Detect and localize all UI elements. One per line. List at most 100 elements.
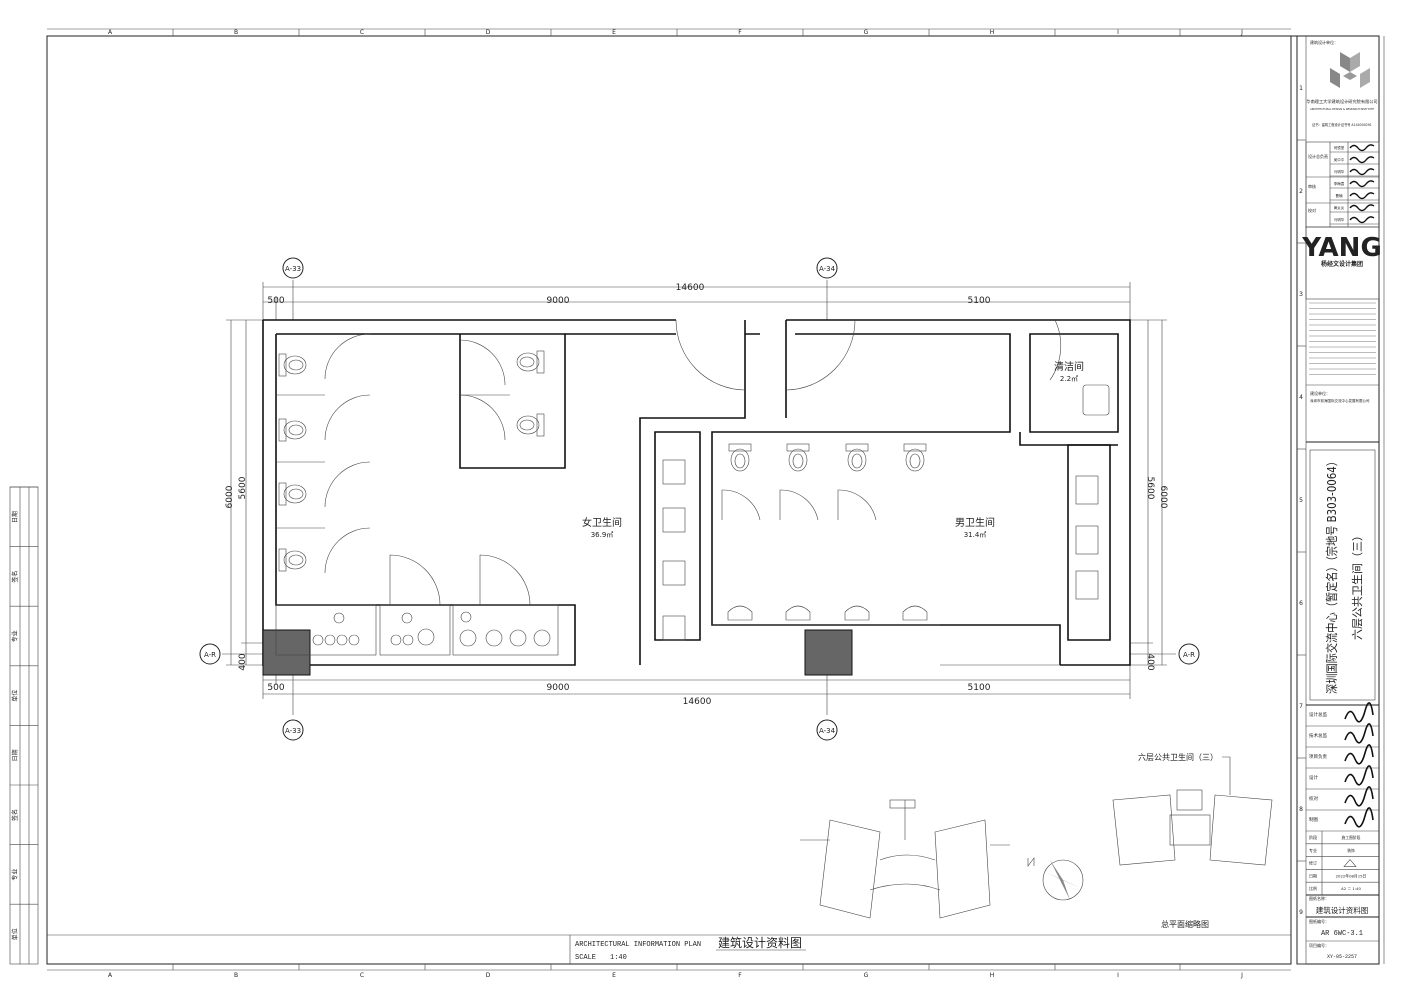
grid-column-label: B — [234, 29, 238, 36]
urinal-icon — [844, 605, 870, 621]
toilet-icon — [516, 413, 545, 437]
drawing-no-label: 图纸编号： — [1309, 918, 1329, 924]
svg-text:A-33: A-33 — [285, 727, 301, 735]
urinal-shape — [785, 605, 811, 621]
signatory-name: 马明华 — [1334, 217, 1345, 222]
toilet-bowl — [516, 415, 540, 435]
grid-column-label: G — [864, 972, 869, 979]
dim-total-top: 14600 — [676, 283, 705, 293]
meta-label: 阶段 — [1309, 834, 1317, 840]
dim-9000-bottom: 9000 — [547, 683, 570, 693]
dim-400-left: 400 — [238, 653, 248, 670]
fixture-icon — [401, 612, 413, 624]
structural-column — [804, 629, 853, 676]
grid-column-label: J — [1240, 972, 1243, 979]
role-label: 设计总负责 — [1308, 153, 1328, 159]
grid-column-label: C — [360, 29, 364, 36]
sink-icon — [1075, 525, 1099, 555]
womens-stalls — [275, 333, 559, 656]
toilet-seat — [288, 424, 304, 436]
toilet-icon — [278, 353, 307, 377]
signatory-name: 吴中平 — [1334, 157, 1345, 162]
strip-label: 专业 — [11, 869, 19, 881]
dim-400-right: 400 — [1145, 653, 1155, 670]
role-label: 校对 — [1308, 207, 1316, 213]
meta-label: 日期 — [1309, 872, 1317, 878]
toilet-seat — [909, 453, 921, 469]
sign-role-label: 项目负责 — [1309, 753, 1327, 760]
meta-value: A2 ＝ 1:40 — [1341, 886, 1361, 891]
washbasin-icon — [509, 629, 527, 647]
sink-icon — [662, 507, 686, 533]
handwritten-signature — [1349, 156, 1375, 164]
dim-total-bottom: 14600 — [683, 697, 712, 707]
sink-icon — [1075, 475, 1099, 505]
urinal-icon — [785, 605, 811, 621]
toilet-tank — [786, 443, 810, 452]
project-title: 深圳国际交流中心（暂定名）（宗地号 B303-0064） — [1324, 456, 1339, 694]
strip-label: 单位 — [11, 928, 19, 940]
key-plan-caption: 总平面缩略图 — [1161, 919, 1209, 929]
toilet-icon — [786, 443, 810, 472]
signatory-name: 黄炎炎 — [1334, 205, 1345, 210]
toilet-tank — [845, 443, 869, 452]
handwritten-signature — [1344, 744, 1374, 765]
toilet-icon — [278, 418, 307, 442]
toilet-tank — [903, 443, 927, 452]
sink-icon — [662, 615, 686, 641]
axis-bubble-ar-right: A-R — [1178, 643, 1200, 665]
grid-column-label: G — [864, 29, 869, 36]
role-label: 审核 — [1308, 183, 1316, 189]
axis-bubble-a33-bottom: A-33 — [282, 719, 304, 741]
room-area-mens: 31.4㎡ — [964, 531, 987, 539]
toilet-tank — [278, 482, 287, 506]
svg-text:A-34: A-34 — [819, 265, 836, 273]
north-arrow — [1027, 857, 1084, 901]
sheet-subtitle: 六层公共卫生间（三） — [1350, 530, 1364, 640]
site-key-plan: 六层公共卫生间（三） 总平面缩略图 — [1112, 752, 1273, 929]
handwritten-signature — [1344, 765, 1374, 786]
strip-label: 专业 — [11, 630, 19, 642]
grid-column-label: H — [990, 972, 995, 979]
axis-bubble-ar-left: A-R — [199, 643, 221, 665]
urinal-shape — [727, 605, 753, 621]
handwritten-signature — [1349, 192, 1375, 200]
sign-role-label: 技术总监 — [1309, 732, 1327, 739]
drawing-name-label: 图纸名称： — [1309, 895, 1329, 901]
drawing-title-en: ARCHITECTURAL INFORMATION PLAN — [575, 941, 701, 949]
grid-column-label: F — [738, 29, 742, 36]
grid-row-label: 6 — [1299, 600, 1303, 607]
washbasin-icon — [485, 629, 503, 647]
grid-column-label: I — [1117, 29, 1119, 36]
revision-triangle-icon — [1343, 859, 1357, 867]
toilet-seat — [519, 356, 535, 368]
toilet-icon — [845, 443, 869, 472]
signatory-name: 何镜堂 — [1334, 145, 1345, 150]
client-label: 建设单位： — [1310, 390, 1330, 396]
grid-column-label: C — [360, 972, 364, 979]
strip-label: 签名 — [11, 809, 19, 821]
grid-row-label: 8 — [1299, 806, 1303, 813]
grid-column-label: A — [108, 972, 113, 979]
floor-drain-icon — [348, 634, 360, 646]
dim-6000-right: 6000 — [1158, 486, 1168, 509]
dim-5100-top: 5100 — [968, 296, 991, 306]
grid-column-label: I — [1117, 972, 1119, 979]
toilet-tank — [536, 413, 545, 437]
yang-logo: YANG — [1301, 233, 1382, 263]
grid-column-label: H — [990, 29, 995, 36]
title-block: 建筑设计单位： 华南理工大学建筑设计研究院有限公司 ARCHITECTURAL … — [1301, 36, 1382, 964]
toilet-tank — [728, 443, 752, 452]
floor-drain-icon — [402, 634, 414, 646]
toilet-bowl — [847, 448, 867, 472]
bin-icon — [417, 628, 435, 646]
dim-500-top: 500 — [267, 296, 284, 306]
scale-value: 1:40 — [610, 954, 627, 962]
sink-icon — [1075, 570, 1099, 600]
signatory-name: 曹楠 — [1336, 193, 1344, 198]
floor-drain-icon — [324, 634, 336, 646]
sign-role-label: 制图 — [1309, 816, 1318, 823]
